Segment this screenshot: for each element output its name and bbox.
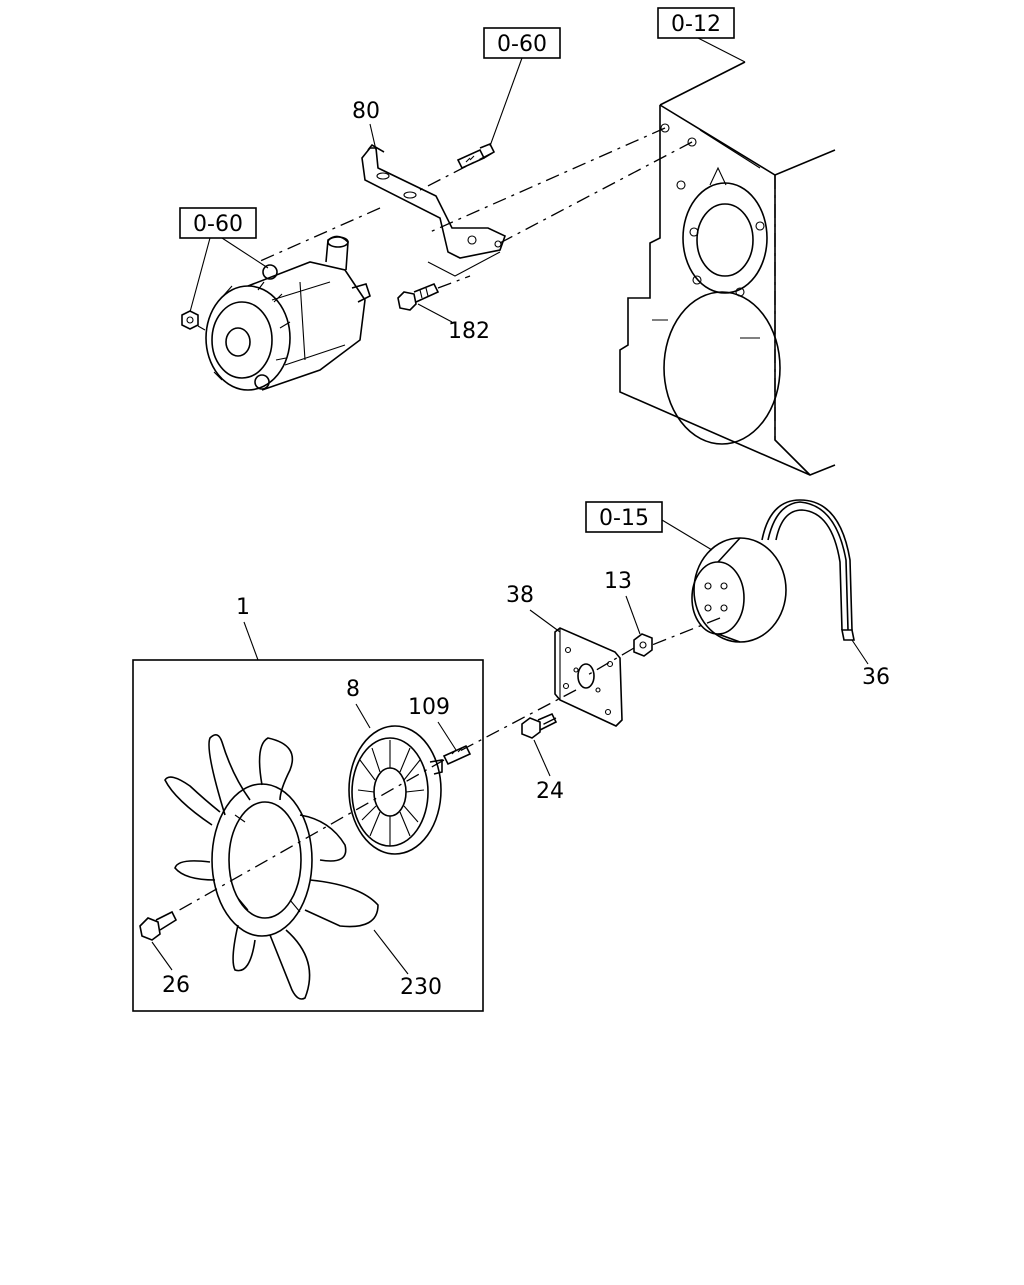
callout-26: 26 — [162, 973, 190, 998]
callout-36: 36 — [862, 665, 890, 690]
nut-13 — [633, 633, 653, 657]
bolt-26 — [139, 910, 178, 941]
callout-80: 80 — [352, 99, 380, 124]
reference-box-0-60-top[interactable]: 0-60 — [483, 27, 561, 59]
leader-line — [417, 303, 453, 323]
leader-line — [243, 621, 259, 661]
bolt-182 — [397, 282, 440, 311]
callout-182: 182 — [448, 319, 490, 344]
centerline — [497, 141, 693, 245]
fan-spacer-plate — [554, 627, 623, 727]
water-pump-pulley — [691, 537, 787, 643]
leader-line — [437, 721, 457, 751]
callout-24: 24 — [536, 779, 564, 804]
leader-line — [625, 595, 641, 635]
reference-label: 0-12 — [671, 12, 721, 37]
callout-8: 8 — [346, 677, 360, 702]
leader-line — [489, 57, 523, 147]
callout-230: 230 — [400, 975, 442, 1000]
leader-line — [661, 519, 713, 551]
leader-line — [189, 237, 269, 313]
callout-109: 109 — [408, 695, 450, 720]
drive-belt — [761, 499, 855, 641]
centerline — [437, 275, 471, 289]
reference-box-0-15[interactable]: 0-15 — [585, 501, 663, 533]
leader-line — [373, 929, 409, 975]
leader-line — [355, 703, 371, 729]
bolt-24 — [521, 712, 558, 739]
leader-line — [851, 639, 869, 665]
centerline — [429, 127, 666, 233]
fan-assembly-frame — [132, 659, 484, 1012]
leader-line — [697, 37, 746, 63]
engine-front-cover — [619, 61, 836, 476]
centerline — [175, 759, 445, 913]
stud-bolt — [456, 142, 496, 170]
cooling-fan — [164, 734, 379, 1000]
callout-13: 13 — [604, 569, 632, 594]
pump-bracket — [361, 143, 506, 277]
leader-line — [369, 123, 377, 151]
callout-1: 1 — [236, 595, 250, 620]
callout-38: 38 — [506, 583, 534, 608]
centerline — [651, 617, 721, 646]
centerline — [419, 152, 493, 191]
reference-box-0-12[interactable]: 0-12 — [657, 7, 735, 39]
leader-line — [151, 941, 173, 971]
centerline — [457, 689, 577, 753]
reference-box-0-60-left[interactable]: 0-60 — [179, 207, 257, 239]
pump-nut — [181, 310, 199, 330]
centerline — [585, 647, 635, 677]
reference-label: 0-60 — [497, 32, 547, 57]
reference-label: 0-15 — [599, 506, 649, 531]
reference-label: 0-60 — [193, 212, 243, 237]
centerline — [257, 207, 381, 263]
leader-line — [533, 739, 551, 777]
power-steering-pump — [197, 235, 371, 391]
fan-clutch — [348, 725, 443, 855]
stud-109 — [442, 744, 472, 766]
centerline — [539, 717, 557, 727]
leader-line — [529, 609, 561, 633]
